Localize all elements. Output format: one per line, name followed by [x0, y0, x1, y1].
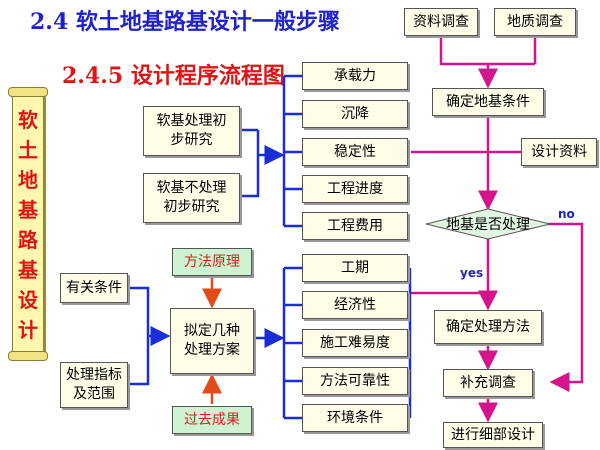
stability-box: 稳定性 [302, 138, 408, 166]
economy-box: 经济性 [302, 291, 408, 319]
scroll-label: 软土地基路基设计 [18, 108, 38, 342]
bracket-right-ticks [284, 74, 302, 228]
construction-progress-box: 工程进度 [302, 175, 408, 203]
geo-survey-box: 地质调查 [494, 8, 576, 36]
past-results-box: 过去成果 [172, 406, 252, 434]
design-data-box: 设计资料 [521, 138, 597, 166]
section-subtitle: 2.4.5 设计程序流程图 [62, 63, 285, 89]
method-reliability-box: 方法可靠性 [302, 367, 408, 395]
treatment-indicators-box: 处理指标 及范围 [60, 362, 128, 408]
draft-plans-box: 拟定几种 处理方案 [170, 308, 254, 374]
supplement-survey-box: 补充调查 [443, 369, 533, 397]
data-survey-box: 资料调查 [404, 8, 478, 36]
settlement-box: 沉降 [302, 100, 408, 128]
flow-line-no [548, 222, 584, 392]
detailed-design-box: 进行细部设计 [443, 422, 543, 448]
bracket-line-notreat [240, 130, 260, 198]
environment-conditions-box: 环境条件 [302, 404, 408, 432]
yes-label: yes [460, 266, 484, 280]
section-title: 2.4 软土地基路基设计一般步骤 [30, 9, 340, 35]
no-label: no [558, 207, 575, 221]
soft-base-treatment-study-box: 软基处理初 步研究 [143, 106, 240, 156]
soft-base-no-treatment-study-box: 软基不处理 初步研究 [143, 173, 240, 223]
flow-line-data-survey [439, 36, 535, 66]
vertical-scroll-banner: 软土地基路基设计 [8, 87, 48, 361]
related-conditions-box: 有关条件 [60, 273, 128, 303]
decision-label: 地基是否处理 [446, 217, 530, 233]
decide-method-box: 确定处理方法 [434, 310, 542, 344]
construction-difficulty-box: 施工难易度 [302, 329, 408, 357]
bracket-line-left [128, 286, 150, 386]
determine-conditions-box: 确定地基条件 [432, 88, 544, 116]
bracket-right-ticks-2 [284, 266, 302, 420]
method-principle-box: 方法原理 [172, 248, 252, 276]
bearing-capacity-box: 承载力 [302, 62, 408, 90]
duration-box: 工期 [302, 254, 408, 282]
decision-diamond [425, 208, 551, 240]
construction-cost-box: 工程费用 [302, 212, 408, 240]
